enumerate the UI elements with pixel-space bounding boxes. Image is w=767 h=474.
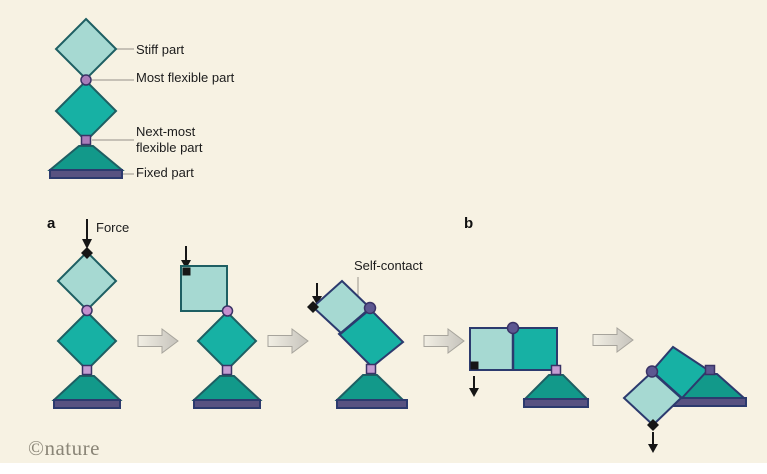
state3-fixed-bar <box>336 399 408 409</box>
legend-label-most-flexible: Most flexible part <box>136 70 235 85</box>
state5-corner-marker <box>647 419 659 431</box>
state4-flexible-square <box>512 327 558 371</box>
state5-group <box>622 345 747 453</box>
legend-label-next-most-flexible: Next-most flexible part <box>136 124 203 155</box>
state1-group <box>51 219 123 409</box>
state4-square-joint <box>550 364 562 376</box>
legend-group <box>47 17 134 179</box>
legend-label-fixed-part: Fixed part <box>136 165 194 180</box>
force-label: Force <box>96 220 130 235</box>
transition-arrow-2 <box>267 328 309 354</box>
state4-group <box>469 321 590 408</box>
state5-square-joint <box>704 364 716 376</box>
state5-circle-joint <box>645 365 659 378</box>
transition-arrow-3 <box>423 328 465 354</box>
legend-circle-joint <box>80 74 92 86</box>
self-contact-label: Self-contact <box>354 258 423 273</box>
footer-strip <box>0 463 767 474</box>
state2-square-joint <box>221 364 233 376</box>
state1-circle-joint <box>81 304 93 317</box>
state3-group <box>307 277 408 409</box>
transition-arrow-4 <box>592 327 634 353</box>
legend-label-stiff-part: Stiff part <box>136 42 185 57</box>
nature-watermark: ©nature <box>28 436 100 460</box>
transition-arrow-1 <box>137 328 179 354</box>
state2-force-arrow-head <box>181 260 191 269</box>
force-arrow-head <box>82 239 92 249</box>
state5-fixed-bar <box>673 397 747 407</box>
state2-circle-joint <box>221 305 234 317</box>
state5-force-arrow-head <box>648 444 658 453</box>
legend-fixed-bar <box>49 169 123 179</box>
state2-corner-marker <box>182 267 191 276</box>
legend-square-joint <box>80 134 92 146</box>
state2-group <box>180 246 263 409</box>
panel-a-label: a <box>47 215 56 232</box>
state4-fixed-bar <box>523 398 589 408</box>
state1-square-joint <box>81 364 93 376</box>
state4-force-arrow-head <box>469 388 479 397</box>
state4-circle-joint <box>506 321 520 335</box>
state1-corner-marker <box>81 247 93 259</box>
state1-fixed-bar <box>53 399 121 409</box>
state3-corner-marker <box>307 301 319 313</box>
panel-b-label: b <box>464 215 474 232</box>
state2-fixed-bar <box>193 399 261 409</box>
state3-self-contact-edge <box>339 308 371 335</box>
state4-corner-marker <box>470 361 479 370</box>
state3-force-arrow-head <box>312 296 322 305</box>
state3-square-joint <box>365 363 377 375</box>
state3-circle-joint <box>363 301 377 315</box>
